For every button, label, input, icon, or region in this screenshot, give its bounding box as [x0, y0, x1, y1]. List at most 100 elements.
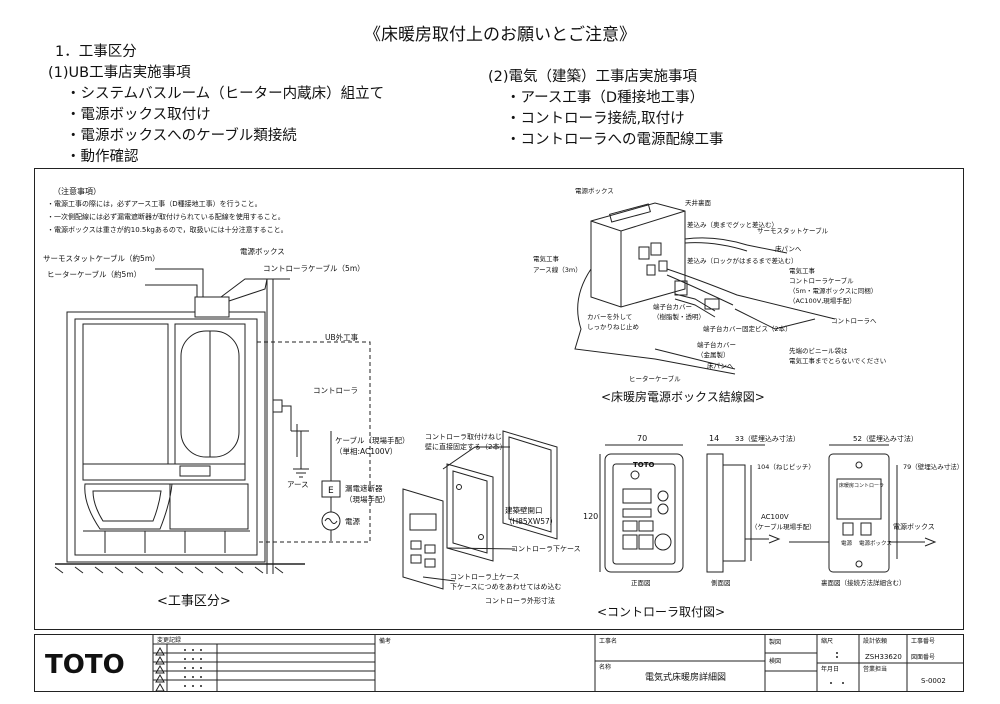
- cable-spec-label: （単相:AC100V）: [335, 446, 397, 456]
- to-floor1-label: 床パンへ: [775, 244, 802, 253]
- power-label: 電源: [345, 517, 360, 526]
- ctrl-caption: <コントローラ取付図>: [597, 605, 725, 619]
- to-floor2-label: 床パンへ: [707, 361, 734, 370]
- side-view-label: 側面図: [711, 579, 731, 587]
- scale-label: 縮尺: [821, 637, 833, 645]
- breaker-symbol: E: [328, 486, 334, 496]
- ub-item: ・電源ボックスへのケーブル類接続: [66, 128, 297, 144]
- term-cover-metal-label-2: （金属製）: [697, 350, 730, 359]
- design-no-value: ZSH33620: [865, 653, 902, 661]
- earth-3m-label: アース線（3m）: [533, 265, 582, 274]
- controller-drawings: [599, 444, 937, 573]
- box-caption: <床暖房電源ボックス結線図>: [601, 389, 765, 404]
- title-block: TOTO 変更記録 備考 工事名 名称 電気式床暖房詳細図 製図 検図 縮尺 設…: [34, 634, 964, 692]
- design-no-label: 設計依頼: [863, 637, 887, 645]
- dim-79: 79（壁埋込み寸法）: [903, 462, 963, 471]
- box-thermo-cable-label: サーモスタットケーブル: [757, 226, 829, 235]
- rear-label: 床暖房コントローラ: [839, 482, 884, 489]
- dim-104: 104（ねじピッチ）: [757, 463, 815, 471]
- dim-14: 14: [709, 434, 719, 443]
- earth-label: アース: [287, 480, 309, 489]
- to-controller-label: コントローラへ: [831, 317, 877, 325]
- rear-terminal-box: 電源ボックス: [859, 539, 892, 547]
- revision-label: 変更記録: [157, 636, 181, 644]
- company-logo: TOTO: [45, 650, 125, 680]
- electric-item: ・コントローラ接続,取付け: [506, 111, 685, 127]
- rear-view-label: 裏面図（接続方法詳細含む）: [821, 578, 906, 587]
- product-name-label: 名称: [599, 663, 611, 671]
- electric-work-label-2: 電気工事: [789, 266, 816, 275]
- electric-work-label: 電気工事: [533, 254, 560, 263]
- drawing-frame: （注意事項） ・電源工事の際には，必ずアース工事（D種接地工事）を行うこと。 ・…: [34, 168, 964, 630]
- wall-opening-size: （H85XW57）: [505, 517, 557, 526]
- remarks-label: 備考: [379, 637, 391, 645]
- ctrl-cable-label: コントローラケーブル: [789, 276, 854, 285]
- upper-case-label: コントローラ上ケース: [450, 572, 520, 581]
- notes-heading: （注意事項）: [53, 186, 101, 196]
- thermo-cable-label: サーモスタットケーブル（約5m）: [43, 253, 160, 263]
- drawing-no-value: S-0002: [921, 677, 946, 685]
- work-name-label: 工事名: [599, 637, 617, 645]
- cover-remove-label-2: しっかりねじ止め: [587, 322, 639, 331]
- work-no-label: 工事番号: [911, 637, 935, 645]
- controller-label: コントローラ: [313, 386, 358, 395]
- ub-heading: (1)UB工事店実施事項: [48, 65, 191, 81]
- vinyl-note-label-2: 電気工事までとらないでください: [789, 356, 886, 365]
- power-box-label: 電源ボックス: [240, 247, 285, 256]
- ctrl-cable-site-label: （ケーブル現場手配）: [751, 522, 816, 531]
- dim-120: 120: [583, 512, 598, 521]
- title-block-grid: TOTO 変更記録 備考 工事名 名称 電気式床暖房詳細図 製図 検図 縮尺 設…: [45, 635, 963, 692]
- ac100v-label: AC100V: [761, 513, 789, 521]
- note-item: ・電源工事の際には，必ずアース工事（D種接地工事）を行うこと。: [47, 199, 262, 208]
- ceiling-label: 天井裏面: [685, 198, 712, 207]
- kubun-diagram: [54, 268, 371, 574]
- front-view-label: 正面図: [631, 579, 651, 587]
- electric-item: ・アース工事（D種接地工事）: [506, 90, 705, 106]
- wall-opening-label: 建築壁開口: [505, 505, 543, 515]
- outline-label: コントローラ外形寸法: [485, 596, 555, 605]
- section-heading: 1．工事区分: [55, 44, 137, 60]
- front-logo: TOTO: [633, 461, 655, 469]
- controller-cable-label: コントローラケーブル（5m）: [263, 263, 365, 273]
- checked-label: 製図: [769, 638, 781, 646]
- mount-screw-label: コントローラ取付けねじ: [425, 432, 502, 441]
- date-label: 年月日: [821, 665, 839, 673]
- inspected-label: 検図: [769, 657, 781, 665]
- ub-item: ・動作確認: [66, 149, 139, 165]
- dim-33: 33（壁埋込み寸法）: [735, 434, 800, 443]
- page-title: 《床暖房取付上のお願いとご注意》: [364, 25, 636, 45]
- term-cover-screw-label: 端子台カバー固定ビス（2本）: [703, 324, 792, 333]
- box-heater-cable-label: ヒーターケーブル: [629, 374, 681, 383]
- dim-52: 52（壁埋込み寸法）: [853, 434, 918, 443]
- note-item: ・電源ボックスは重さが約10.5kgあるので，取扱いには十分注意すること。: [47, 225, 288, 234]
- lower-case-label: コントローラ下ケース: [511, 545, 581, 553]
- term-cover-metal-label: 端子台カバー: [697, 340, 736, 349]
- term-cover-clear-label: 端子台カバー: [653, 302, 692, 311]
- term-cover-clear-label-2: （樹脂製・透明）: [653, 312, 705, 321]
- upper-case-label-2: 下ケースにつめをあわせてはめ込む: [450, 582, 562, 591]
- breaker-label: 漏電遮断器: [345, 483, 383, 493]
- kubun-caption: <工事区分>: [157, 594, 231, 609]
- drawing-no-label: 図面番号: [911, 654, 935, 661]
- cable-site-label: ケーブル（現場手配）: [335, 435, 410, 445]
- ub-item: ・電源ボックス取付け: [66, 107, 211, 123]
- diagram-canvas: （注意事項） ・電源工事の際には，必ずアース工事（D種接地工事）を行うこと。 ・…: [43, 186, 963, 619]
- vinyl-note-label: 先端のビニール袋は: [789, 346, 848, 355]
- electric-item: ・コントローラへの電源配線工事: [506, 132, 724, 148]
- electric-heading: (2)電気（建築）工事店実施事項: [488, 69, 698, 85]
- ub-item: ・システムバスルーム（ヒーター内蔵床）組立て: [66, 86, 385, 102]
- insert2-label: 差込み（ロックがはまるまで差込む）: [687, 256, 798, 265]
- ctrl-cable-label-3: （AC100V,現場手配）: [789, 296, 856, 305]
- mount-screw-label-2: 壁に直接固定する（2本）: [425, 442, 506, 451]
- rear-terminal-power: 電源: [841, 539, 853, 547]
- heater-cable-label: ヒーターケーブル（約5m）: [47, 269, 141, 279]
- sales-label: 営業担当: [863, 665, 887, 673]
- dim-70: 70: [637, 434, 647, 443]
- ctrl-power-box-label: 電源ボックス: [893, 522, 935, 531]
- insert1-label: 差込み（奥までグッと差込む）: [687, 220, 778, 229]
- cover-remove-label: カバーを外して: [587, 312, 632, 321]
- power-box-diagram: [574, 202, 836, 375]
- box-power-box-label: 電源ボックス: [575, 186, 614, 195]
- breaker-site-label: （現場手配）: [345, 494, 390, 504]
- ctrl-cable-label-2: （5m・電源ボックスに同梱）: [789, 286, 877, 295]
